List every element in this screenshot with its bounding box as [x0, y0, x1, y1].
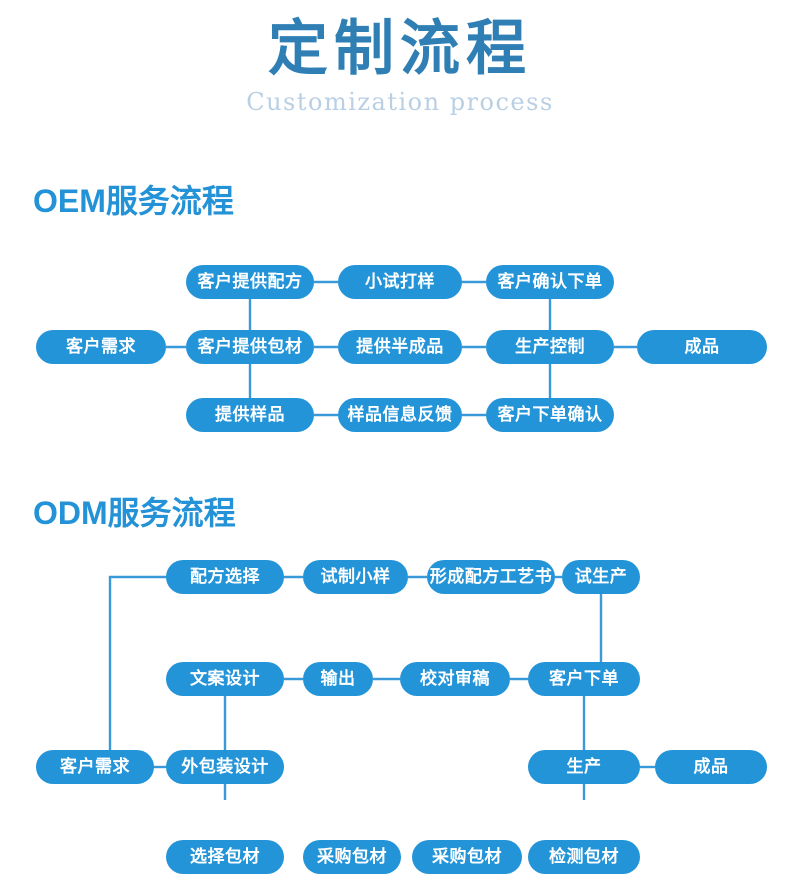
section-heading-oem: OEM服务流程 [33, 183, 234, 219]
flow-node-odm-r2c4[interactable]: 客户下单 [528, 662, 640, 696]
flow-node-odm-r2c3[interactable]: 校对审稿 [400, 662, 510, 696]
flow-node-oem-r3c3[interactable]: 客户下单确认 [486, 398, 614, 432]
page-header: 定制流程 Customization process [0, 0, 800, 117]
flow-node-oem-r1c3[interactable]: 客户确认下单 [486, 265, 614, 299]
flow-node-odm-r3c0[interactable]: 客户需求 [36, 750, 154, 784]
flow-node-oem-r3c1[interactable]: 提供样品 [186, 398, 314, 432]
flow-node-oem-r2c4[interactable]: 成品 [637, 330, 767, 364]
flow-node-odm-r1c3[interactable]: 形成配方工艺书 [427, 560, 555, 594]
flow-node-odm-r1c4[interactable]: 试生产 [562, 560, 640, 594]
flow-node-odm-r4c2[interactable]: 采购包材 [303, 840, 401, 874]
flow-node-oem-r2c2[interactable]: 提供半成品 [338, 330, 462, 364]
oem-flowchart: 客户提供配方小试打样客户确认下单客户需求客户提供包材提供半成品生产控制成品提供样… [0, 250, 800, 450]
page-subtitle: Customization process [246, 88, 554, 116]
flow-node-odm-r2c2[interactable]: 输出 [303, 662, 373, 696]
odm-flowchart: 配方选择试制小样形成配方工艺书试生产文案设计输出校对审稿客户下单客户需求外包装设… [0, 550, 800, 874]
flow-node-odm-r3c4[interactable]: 成品 [655, 750, 767, 784]
flow-node-odm-r1c1[interactable]: 配方选择 [166, 560, 284, 594]
flow-node-oem-r2c1[interactable]: 客户提供包材 [186, 330, 314, 364]
flow-node-oem-r2c0[interactable]: 客户需求 [36, 330, 166, 364]
flow-node-odm-r4c4[interactable]: 检测包材 [528, 840, 640, 874]
flow-node-odm-r3c1[interactable]: 外包装设计 [166, 750, 284, 784]
page-title: 定制流程 [268, 14, 532, 84]
flow-node-odm-r2c1[interactable]: 文案设计 [166, 662, 284, 696]
flow-node-odm-r4c1[interactable]: 选择包材 [166, 840, 284, 874]
flow-node-odm-r4c3[interactable]: 采购包材 [412, 840, 522, 874]
flow-node-oem-r1c2[interactable]: 小试打样 [338, 265, 462, 299]
flow-node-odm-r1c2[interactable]: 试制小样 [303, 560, 408, 594]
flow-node-oem-r1c1[interactable]: 客户提供配方 [186, 265, 314, 299]
flow-node-odm-r3c3[interactable]: 生产 [528, 750, 640, 784]
flow-node-oem-r3c2[interactable]: 样品信息反馈 [338, 398, 462, 432]
section-heading-odm: ODM服务流程 [33, 495, 236, 531]
flow-node-oem-r2c3[interactable]: 生产控制 [486, 330, 614, 364]
